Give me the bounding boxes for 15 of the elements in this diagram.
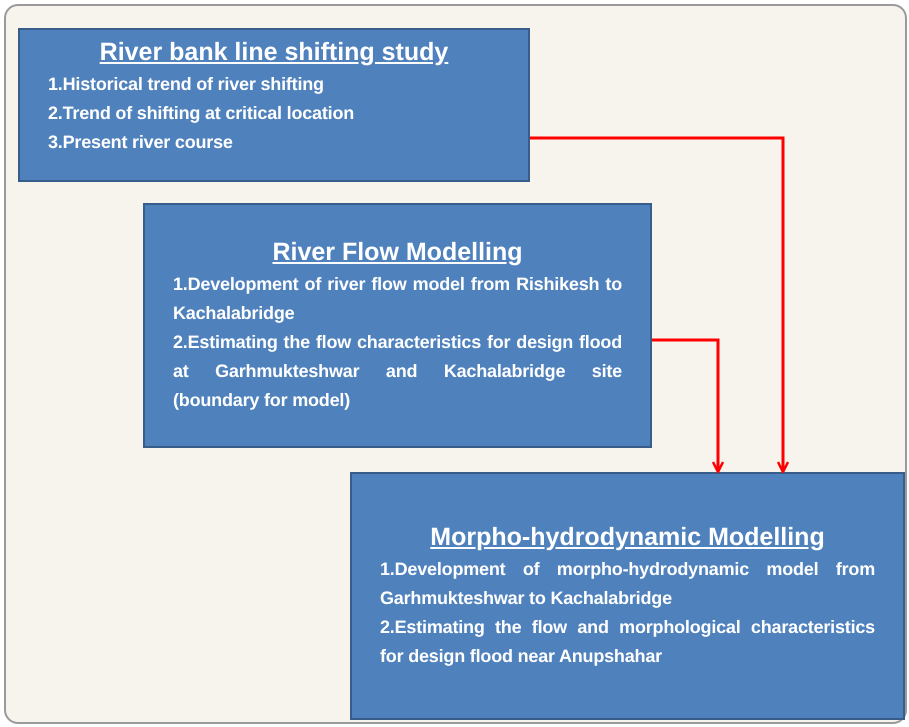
process-box (350, 472, 905, 720)
list-item: 2.Estimating the flow characteristics for design flood at Garhmukteshwar and Kachalabridge site (boundary for model) (173, 331, 622, 412)
box-title: River Flow Modelling (271, 237, 524, 268)
arrow (530, 136, 790, 474)
list-item: 3.Present river course (48, 131, 234, 154)
process-box (143, 203, 652, 448)
list-item: 2.Estimating the flow and morphological characteristics for design flood near Anupshahar (380, 616, 875, 668)
list-item: 1.Development of river flow model from Rishikesh to Kachalabridge (173, 273, 622, 325)
box-title: River bank line shifting study (98, 37, 450, 68)
list-item: 1.Development of morpho-hydrodynamic model from Garhmukteshwar to Kachalabridge (380, 558, 875, 610)
list-item: 1.Historical trend of river shifting (48, 73, 325, 96)
box-title: Morpho-hydrodynamic Modelling (429, 522, 826, 553)
arrow (652, 338, 724, 474)
list-item: 2.Trend of shifting at critical location (48, 102, 356, 125)
process-box (18, 28, 530, 182)
